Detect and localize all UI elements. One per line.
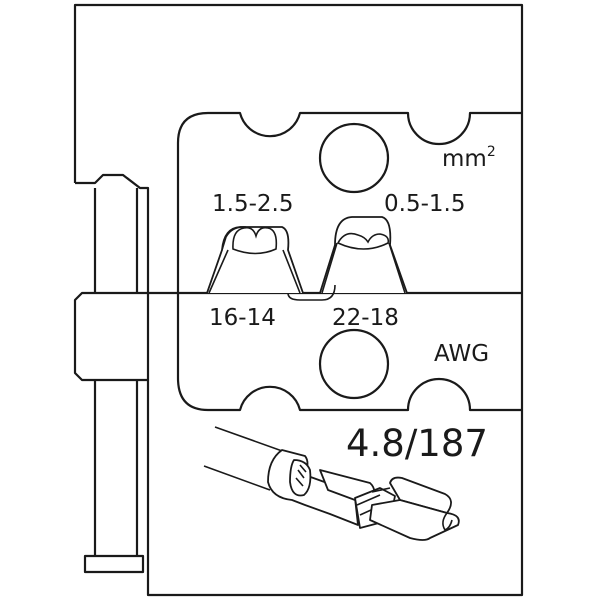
crimp-profile-small (319, 216, 408, 294)
profile-bridge (287, 284, 336, 301)
die-plate (176, 111, 522, 412)
unit-metric-label: mm2 (442, 144, 496, 172)
lower-hole (318, 328, 390, 400)
range-right-awg: 22-18 (332, 305, 399, 331)
crimp-profile-large (206, 226, 304, 294)
upper-hole (318, 122, 390, 194)
range-left-awg: 16-14 (209, 305, 276, 331)
terminal-size-label: 4.8/187 (346, 422, 488, 465)
unit-awg-label: AWG (434, 341, 489, 367)
range-left-metric: 1.5-2.5 (212, 191, 293, 217)
range-right-metric: 0.5-1.5 (384, 191, 465, 217)
flat-receptacle-connector-icon (203, 426, 460, 541)
